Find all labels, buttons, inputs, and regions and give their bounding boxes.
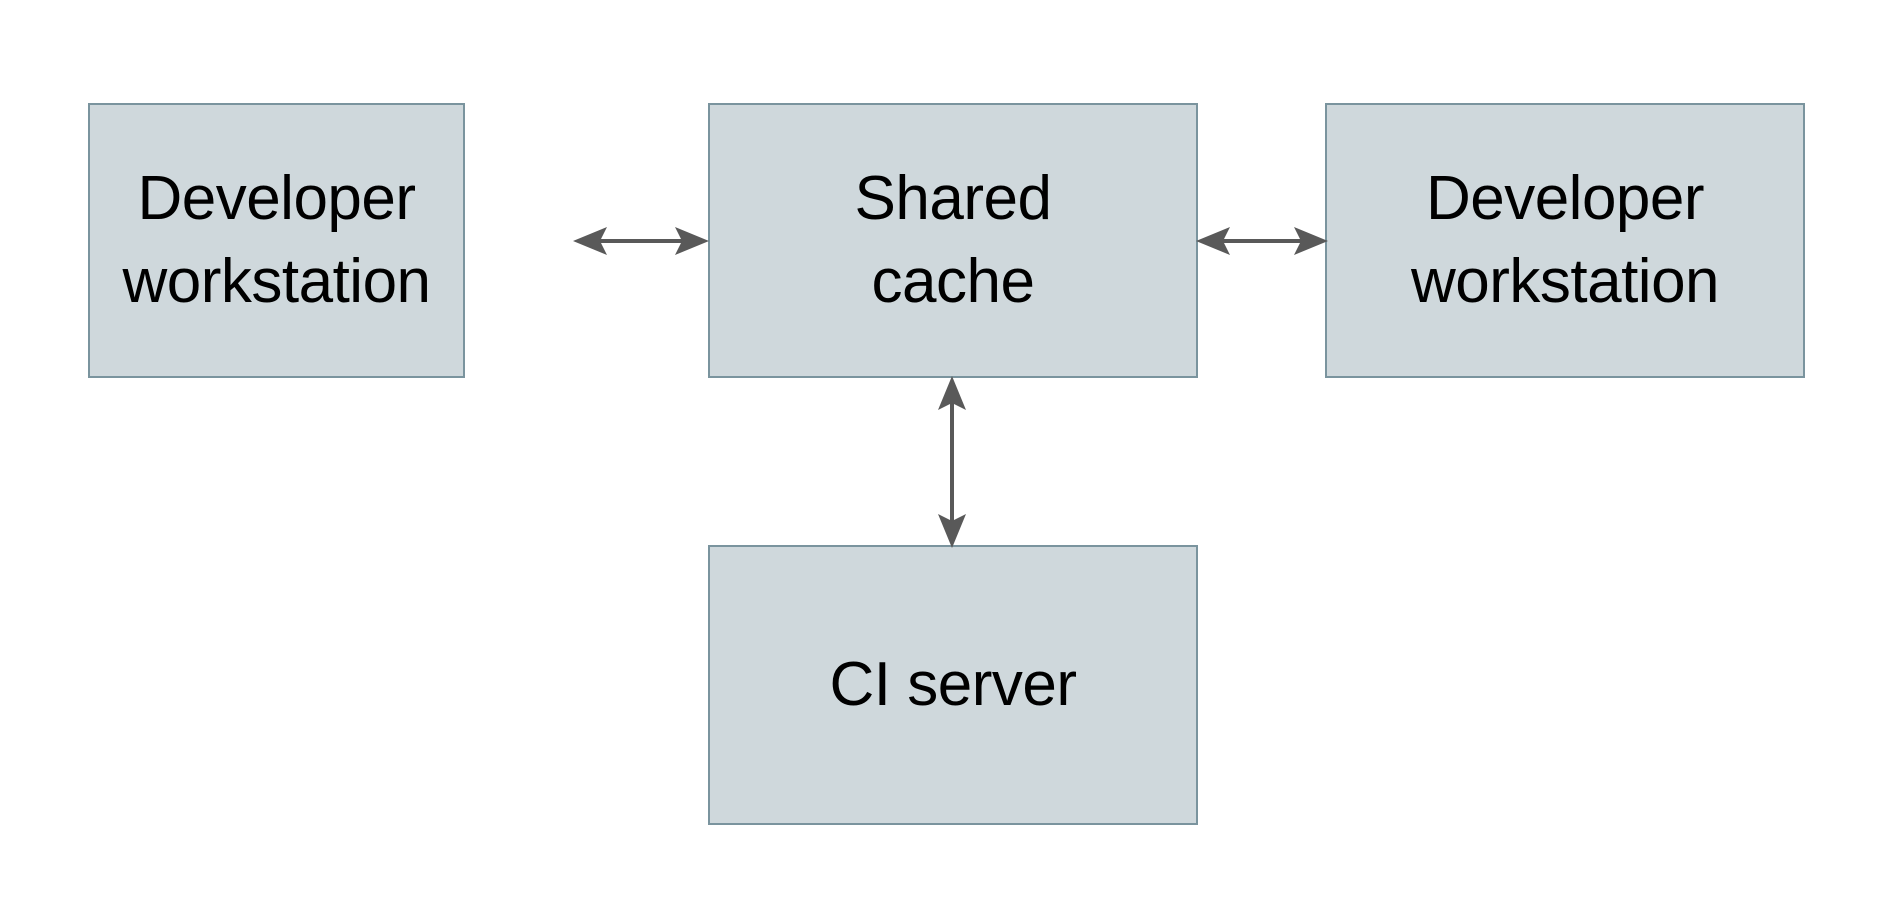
node-label: CI server bbox=[829, 649, 1077, 719]
node-label: Developer workstation bbox=[122, 164, 431, 316]
edge-shared-cache-to-developer-right bbox=[1196, 222, 1328, 260]
node-ci-server[interactable]: CI server bbox=[708, 545, 1198, 825]
double-arrow-icon bbox=[938, 376, 966, 548]
double-arrow-icon bbox=[573, 227, 709, 255]
node-developer-workstation-right[interactable]: Developer workstation bbox=[1325, 103, 1805, 378]
node-label: Developer workstation bbox=[1410, 164, 1720, 316]
edge-shared-cache-to-ci-server bbox=[933, 376, 971, 548]
edge-developer-left-to-shared-cache bbox=[573, 222, 709, 260]
node-developer-workstation-left[interactable]: Developer workstation bbox=[88, 103, 465, 378]
node-shared-cache[interactable]: Shared cache bbox=[708, 103, 1198, 378]
double-arrow-icon bbox=[1196, 227, 1328, 255]
node-label: Shared cache bbox=[854, 164, 1052, 316]
